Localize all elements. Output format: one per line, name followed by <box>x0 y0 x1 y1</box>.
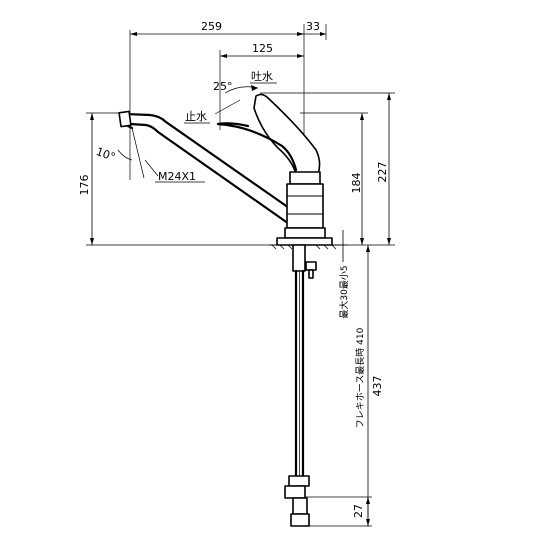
hoses <box>284 244 317 527</box>
dim-hose-length: 437 <box>371 376 384 397</box>
label-stop-water: 止水 <box>185 110 207 123</box>
label-hose: フレキホース最長時 410 <box>355 327 366 428</box>
right-dimensions <box>260 92 395 527</box>
dim-lever-angle: 25° <box>213 80 233 93</box>
top-dimensions <box>129 24 327 150</box>
label-open-water: 吐水 <box>251 70 273 83</box>
dim-total-height: 227 <box>376 162 389 183</box>
dim-bottom-end: 27 <box>352 504 365 518</box>
dim-body-height: 184 <box>350 173 363 194</box>
spout <box>118 110 294 228</box>
dim-left-height: 176 <box>78 175 91 196</box>
dim-top-width: 259 <box>201 20 222 33</box>
dim-thread: M24X1 <box>158 170 196 183</box>
label-max-thickness: 最大30最小5 <box>338 265 350 318</box>
lever-handle <box>216 93 321 175</box>
spout-angle <box>117 126 159 180</box>
lever-angle <box>214 85 259 130</box>
dim-spout-angle: 10° <box>94 145 117 164</box>
dim-top-offset: 33 <box>306 20 320 33</box>
dim-handle-reach: 125 <box>252 42 273 55</box>
faucet-body <box>269 171 340 250</box>
